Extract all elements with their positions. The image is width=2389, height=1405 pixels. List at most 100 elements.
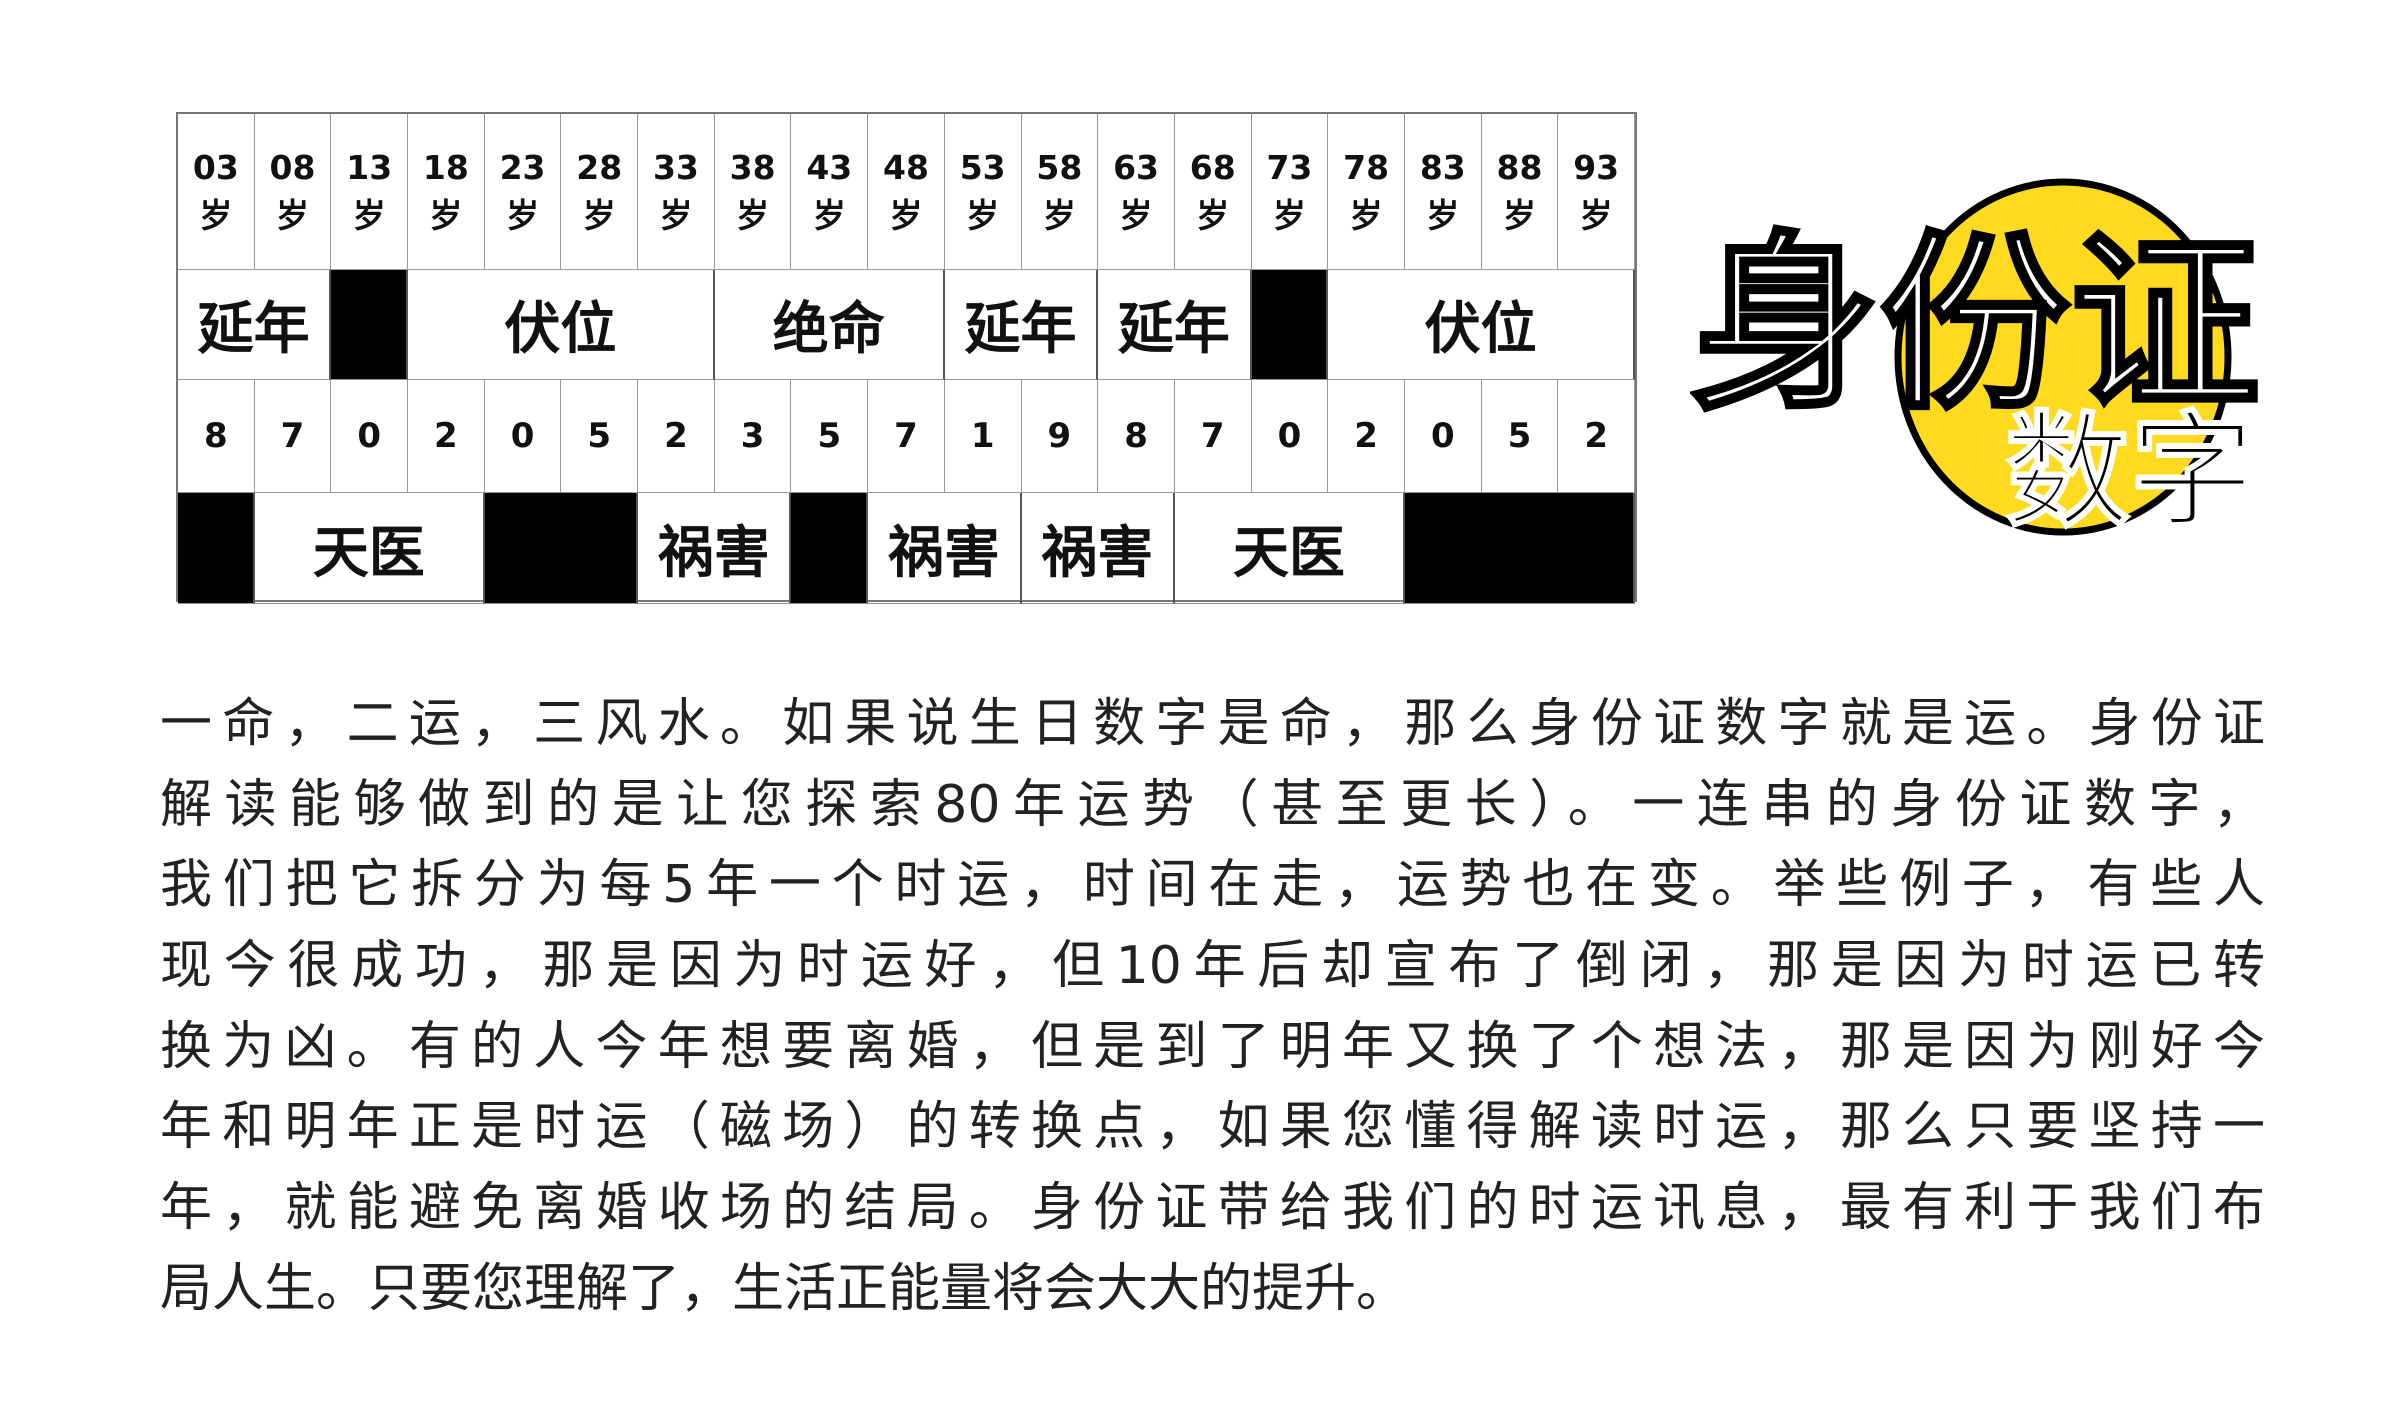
age-cell: 03 岁: [178, 114, 255, 270]
age-value: 13: [346, 147, 393, 187]
age-cell: 68 岁: [1174, 114, 1252, 270]
age-value: 88: [1496, 147, 1543, 187]
age-value: 48: [883, 147, 929, 187]
digit-cell: 2: [1558, 380, 1635, 493]
age-value: 93: [1573, 147, 1620, 187]
description-paragraph: 一命，二运，三风水。如果说生日数字是命，那么身份证数字就是运。身份证解读能够做到…: [160, 684, 2265, 1330]
digit-cell: 7: [1174, 380, 1252, 493]
paragraph-line: 换为凶。有的人今年想要离婚，但是到了明年又换了个想法，那是因为刚好今: [160, 1016, 2265, 1077]
blank-period-cell: [484, 493, 639, 604]
age-cell: 93 岁: [1558, 114, 1635, 270]
digit-cell: 3: [714, 380, 792, 493]
digit-cell: 0: [484, 380, 562, 493]
age-unit: 岁: [889, 195, 923, 235]
age-value: 68: [1189, 147, 1236, 187]
age-value: 63: [1113, 147, 1160, 187]
age-value: 18: [422, 147, 469, 187]
digit-cell: 1: [944, 380, 1022, 493]
digit-cell: 7: [868, 380, 945, 493]
digit-cell: 8: [178, 380, 255, 493]
digit-cell: 2: [638, 380, 715, 493]
logo-yellow-circle: [1894, 178, 2232, 536]
paragraph-line: 现今很成功，那是因为时运好，但10年后却宣布了倒闭，那是因为时运已转: [160, 936, 2265, 997]
age-value: 03: [192, 147, 239, 187]
age-unit: 岁: [276, 195, 310, 235]
age-unit: 岁: [199, 195, 233, 235]
paragraph-line: 我们把它拆分为每5年一个时运，时间在走，运势也在变。举些例子，有些人: [160, 855, 2265, 916]
age-cell: 83 岁: [1404, 114, 1482, 270]
star-cell: 祸害: [638, 493, 792, 604]
age-unit: 岁: [1196, 195, 1230, 235]
age-value: 38: [729, 147, 776, 187]
logo-title-line1: 身份证: [1690, 214, 2260, 435]
logo-title-line2: 数字: [2005, 400, 2255, 545]
blank-period-cell: [1404, 493, 1635, 604]
age-value: 43: [806, 147, 853, 187]
digit-cell: 5: [791, 380, 869, 493]
age-unit: 岁: [736, 195, 770, 235]
paragraph-line: 局人生。只要您理解了，生活正能量将会大大的提升。: [160, 1258, 1409, 1319]
age-cell: 08 岁: [254, 114, 332, 270]
age-cell: 53 岁: [944, 114, 1022, 270]
age-value: 53: [959, 147, 1006, 187]
age-unit: 岁: [352, 195, 386, 235]
age-cell: 78 岁: [1328, 114, 1405, 270]
age-value: 08: [269, 147, 316, 187]
age-value: 58: [1036, 147, 1083, 187]
blank-period-cell: [791, 493, 869, 604]
digit-cell: 0: [1404, 380, 1482, 493]
age-cell: 33 岁: [638, 114, 715, 270]
age-cell: 18 岁: [408, 114, 485, 270]
star-cell: 延年: [944, 270, 1099, 380]
age-unit: 岁: [1272, 195, 1306, 235]
age-unit: 岁: [659, 195, 693, 235]
blank-period-cell: [178, 493, 255, 604]
age-cell: 48 岁: [868, 114, 945, 270]
digit-cell: 2: [1328, 380, 1405, 493]
digit-cell: 9: [1021, 380, 1099, 493]
age-cell: 73 岁: [1251, 114, 1329, 270]
age-value: 28: [576, 147, 623, 187]
age-value: 73: [1266, 147, 1313, 187]
age-value: 33: [652, 147, 699, 187]
blank-period-cell: [331, 270, 409, 380]
age-unit: 岁: [1426, 195, 1460, 235]
star-cell: 绝命: [714, 270, 945, 380]
age-cell: 63 岁: [1098, 114, 1175, 270]
age-unit: 岁: [429, 195, 463, 235]
star-cell: 伏位: [1328, 270, 1635, 380]
age-value: 83: [1419, 147, 1466, 187]
paragraph-line: 年和明年正是时运（磁场）的转换点，如果您懂得解读时运，那么只要坚持一: [160, 1097, 2265, 1158]
id-card-numbers-logo: 身份证 数字: [1690, 178, 2262, 546]
age-cell: 43 岁: [791, 114, 869, 270]
age-unit: 岁: [1119, 195, 1153, 235]
blank-period-cell: [1251, 270, 1329, 380]
age-cell: 13 岁: [331, 114, 409, 270]
age-unit: 岁: [1579, 195, 1613, 235]
age-unit: 岁: [966, 195, 1000, 235]
digit-cell: 2: [408, 380, 485, 493]
paragraph-line: 一命，二运，三风水。如果说生日数字是命，那么身份证数字就是运。身份证: [160, 694, 2265, 754]
star-cell: 延年: [1098, 270, 1252, 380]
digit-cell: 5: [1481, 380, 1559, 493]
star-cell: 祸害: [1021, 493, 1175, 604]
age-unit: 岁: [1349, 195, 1383, 235]
star-cell: 祸害: [868, 493, 1022, 604]
star-cell: 伏位: [408, 270, 715, 380]
star-cell: 延年: [178, 270, 332, 380]
digit-cell: 7: [254, 380, 332, 493]
age-cell: 38 岁: [714, 114, 792, 270]
age-cell: 88 岁: [1481, 114, 1559, 270]
star-cell: 天医: [254, 493, 485, 604]
age-value: 23: [499, 147, 546, 187]
age-value: 78: [1343, 147, 1390, 187]
paragraph-line: 年，就能避免离婚收场的结局。身份证带给我们的时运讯息，最有利于我们布: [160, 1178, 2265, 1239]
age-unit: 岁: [812, 195, 846, 235]
digit-cell: 5: [561, 380, 639, 493]
digit-cell: 0: [1251, 380, 1329, 493]
age-unit: 岁: [1502, 195, 1536, 235]
